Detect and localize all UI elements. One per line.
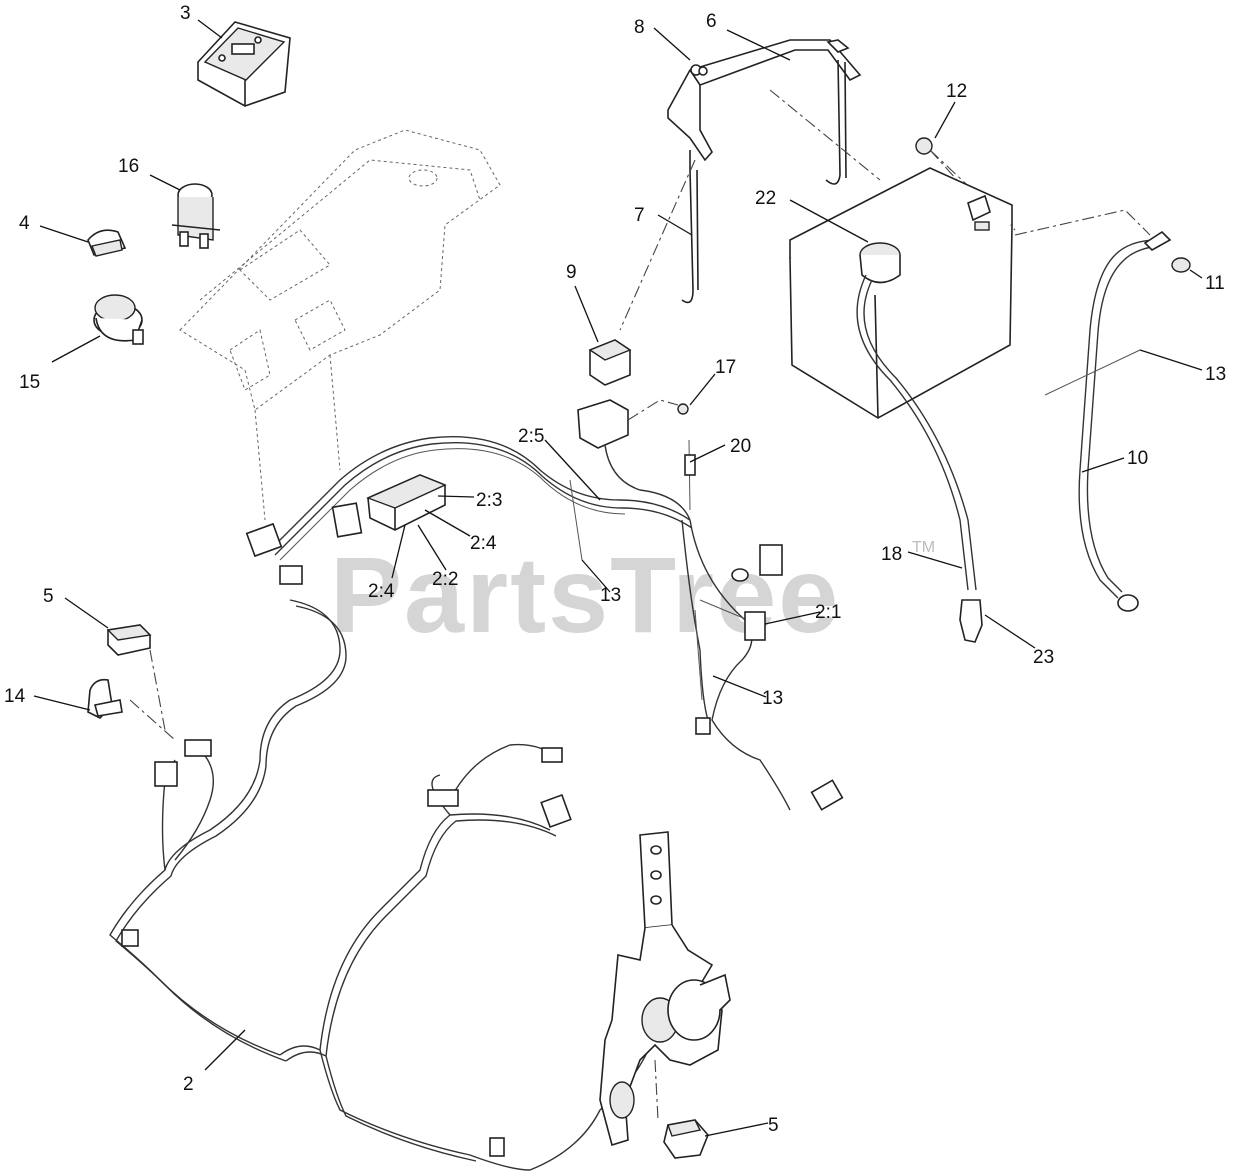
callout-5-upper: 5	[43, 586, 54, 607]
callout-18: 18	[881, 544, 902, 565]
wiring-harness-part	[109, 435, 791, 1171]
callout-3: 3	[180, 3, 191, 24]
callout-17: 17	[715, 357, 736, 378]
callout-2-1: 2:1	[815, 602, 841, 623]
callout-10: 10	[1127, 448, 1148, 469]
callout-2-2: 2:2	[432, 569, 458, 590]
brake-switch-part	[663, 1119, 709, 1159]
callout-13-center: 13	[600, 585, 621, 606]
seat-switch-parts	[87, 624, 152, 719]
callout-15: 15	[19, 372, 40, 393]
callout-leaders	[33, 19, 1203, 1137]
dash-panel-frame	[179, 129, 501, 521]
callout-14: 14	[4, 686, 26, 707]
pto-switch-part	[171, 183, 221, 249]
callout-20: 20	[730, 436, 751, 457]
tie-straps-and-clips	[569, 66, 708, 701]
watermark-trademark: TM	[912, 539, 935, 556]
callout-22: 22	[755, 188, 776, 209]
battery-part	[789, 167, 1013, 419]
callout-9: 9	[566, 262, 577, 283]
callout-23: 23	[1033, 647, 1054, 668]
negative-cable-part	[1014, 209, 1191, 612]
callout-16: 16	[118, 156, 139, 177]
display-module-part	[197, 21, 291, 107]
callout-2: 2	[183, 1074, 194, 1095]
callout-7: 7	[634, 205, 645, 226]
callout-4: 4	[19, 213, 30, 234]
positive-cable-part	[856, 274, 983, 643]
callout-2-4-right: 2:4	[470, 533, 497, 554]
callout-2-4-left: 2:4	[368, 581, 395, 602]
brake-lever-assembly	[599, 831, 731, 1147]
callout-13-lower: 13	[762, 688, 783, 709]
callout-11: 11	[1205, 273, 1225, 294]
callout-5-lower: 5	[768, 1115, 779, 1136]
callout-2-3: 2:3	[476, 490, 502, 511]
callout-labels: 3 8 6 12 16 22 4 7 11 9 15 17 13 2:5 20 …	[4, 3, 1226, 1136]
callout-13-right: 13	[1205, 364, 1226, 385]
relay-part	[577, 339, 689, 449]
harness-connectors	[121, 474, 844, 1157]
callout-2-5: 2:5	[518, 426, 544, 447]
ignition-switch-part	[93, 294, 144, 345]
callout-8: 8	[634, 17, 645, 38]
callout-6: 6	[706, 11, 717, 32]
battery-hold-down-parts	[619, 39, 881, 331]
callout-12: 12	[946, 81, 967, 102]
ignition-key-part	[87, 229, 127, 257]
